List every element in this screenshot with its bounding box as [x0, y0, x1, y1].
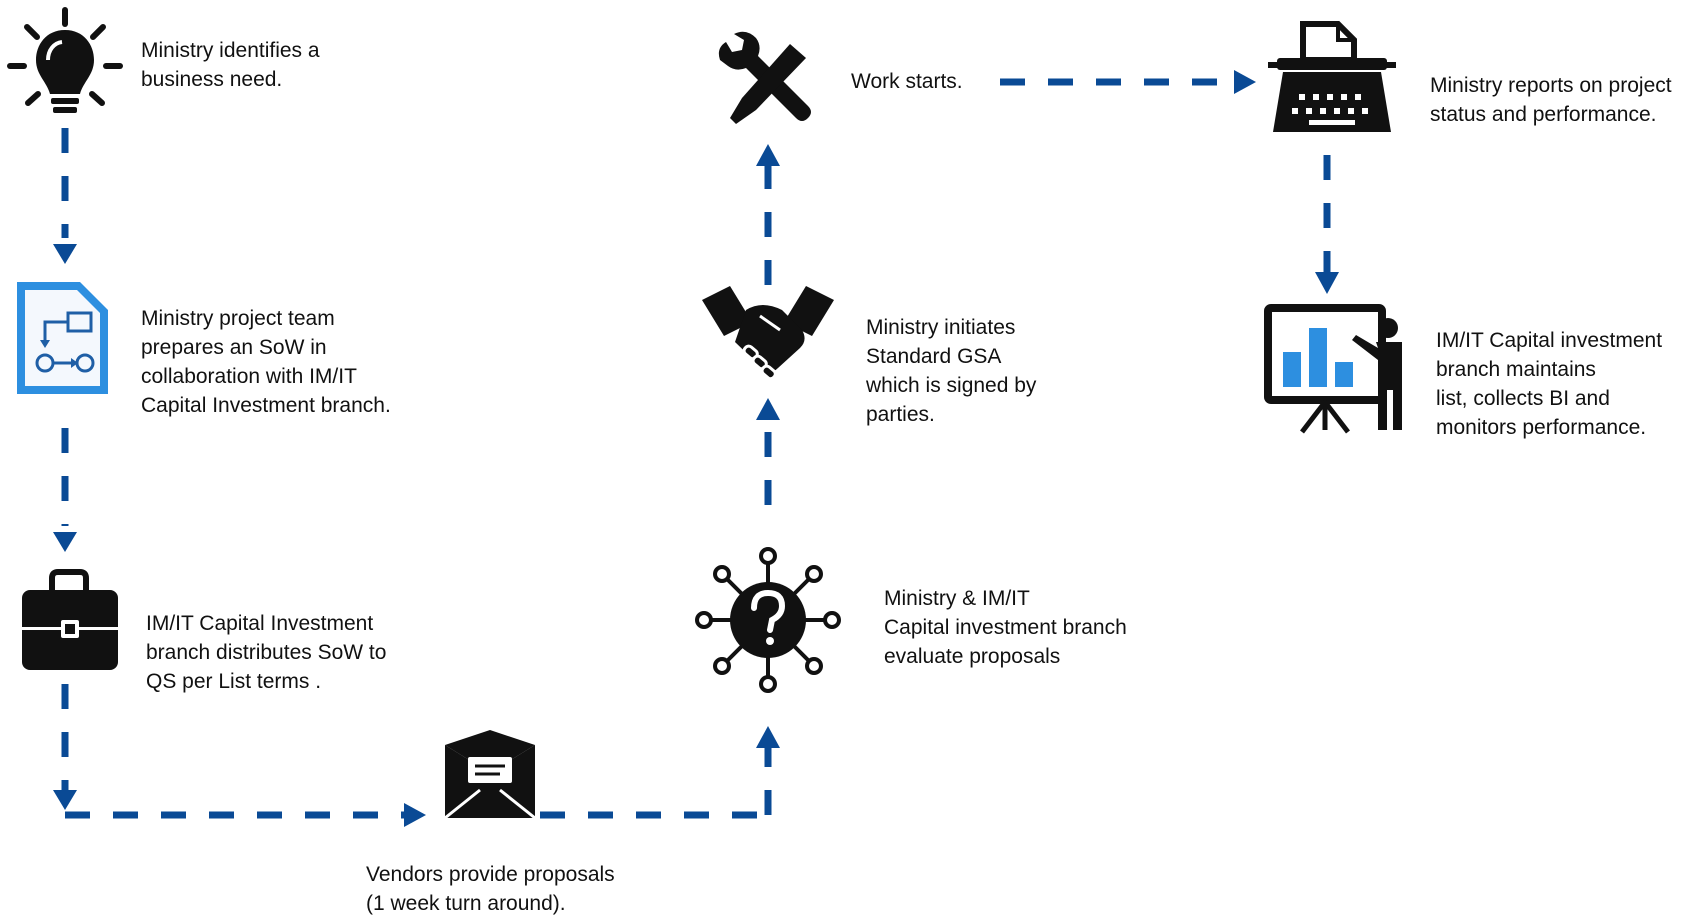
- step-prepare-sow-text: Ministry project team prepares an SoW in…: [141, 304, 391, 420]
- envelope-icon: [444, 730, 536, 820]
- arrowheads: [53, 70, 1339, 827]
- text-line: status and performance.: [1430, 103, 1657, 126]
- tools-icon: [718, 31, 811, 124]
- text-line: monitors performance.: [1436, 416, 1647, 439]
- text-line: (1 week turn around).: [366, 892, 566, 915]
- connectors: [61, 78, 1331, 819]
- text-line: IM/IT Capital Investment: [146, 612, 374, 635]
- typewriter-icon: [1268, 21, 1396, 132]
- step-distribute-sow-text: IM/IT Capital Investment branch distribu…: [146, 609, 386, 696]
- arrowhead-down-corner: [53, 790, 77, 810]
- text-line: Ministry & IM/IT: [884, 587, 1030, 610]
- arrowhead-down-distribute: [53, 532, 77, 552]
- workflow-document-icon: [17, 282, 108, 394]
- text-line: branch maintains: [1436, 358, 1596, 381]
- step-report-status-text: Ministry reports on project status and p…: [1430, 71, 1672, 129]
- text-line: Standard GSA: [866, 345, 1002, 368]
- text-line: IM/IT Capital investment: [1436, 329, 1663, 352]
- text-line: Ministry project team: [141, 307, 335, 330]
- handshake-icon: [702, 286, 834, 381]
- arrowhead-up-evaluate: [756, 726, 780, 748]
- text-line: which is signed by: [866, 374, 1037, 397]
- arrowhead-right-report: [1234, 70, 1256, 94]
- text-line: Vendors provide proposals: [366, 863, 615, 886]
- briefcase-icon: [22, 569, 118, 670]
- lightbulb-icon: [7, 7, 123, 113]
- arrowhead-up-work: [756, 144, 780, 166]
- text-line: list, collects BI and: [1436, 387, 1610, 410]
- arrowhead-up-gsa: [756, 398, 780, 420]
- text-line: Ministry initiates: [866, 316, 1016, 339]
- text-line: parties.: [866, 403, 935, 426]
- text-line: QS per List terms .: [146, 670, 322, 693]
- presentation-icon: [1264, 304, 1402, 434]
- text-line: collaboration with IM/IT: [141, 365, 357, 388]
- step-work-starts-text: Work starts.: [851, 67, 963, 96]
- text-line: Ministry identifies a: [141, 39, 320, 62]
- arrowhead-down-monitor: [1315, 272, 1339, 294]
- step-monitor-performance-text: IM/IT Capital investment branch maintain…: [1436, 326, 1662, 442]
- text-line: Capital Investment branch.: [141, 394, 391, 417]
- arrowhead-down-sow: [53, 244, 77, 264]
- step-identify-need-text: Ministry identifies a business need.: [141, 36, 320, 94]
- question-network-icon: [695, 547, 841, 693]
- text-line: prepares an SoW in: [141, 336, 327, 359]
- step-evaluate-proposals-text: Ministry & IM/IT Capital investment bran…: [884, 584, 1127, 671]
- text-line: Work starts.: [851, 70, 963, 93]
- text-line: evaluate proposals: [884, 645, 1061, 668]
- text-line: branch distributes SoW to: [146, 641, 387, 664]
- arrowhead-right-vendors: [404, 803, 426, 827]
- step-initiate-gsa-text: Ministry initiates Standard GSA which is…: [866, 313, 1036, 429]
- text-line: business need.: [141, 68, 283, 91]
- text-line: Capital investment branch: [884, 616, 1127, 639]
- text-line: Ministry reports on project: [1430, 74, 1672, 97]
- step-vendors-propose-text: Vendors provide proposals (1 week turn a…: [366, 860, 615, 918]
